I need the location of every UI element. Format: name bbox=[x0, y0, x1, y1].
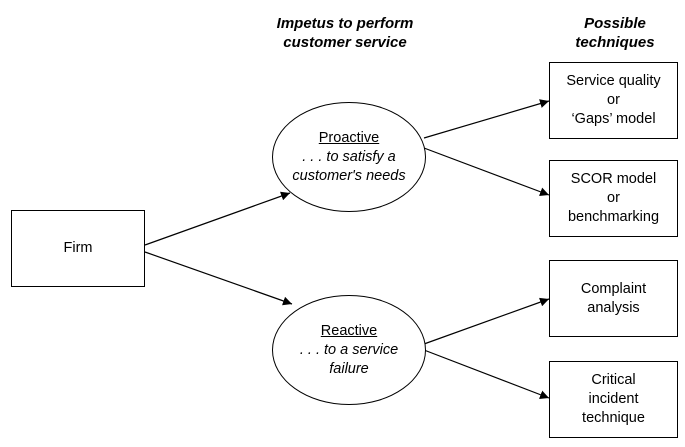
reactive-line-1: . . . to a service bbox=[299, 341, 399, 358]
firm-label: Firm bbox=[63, 240, 93, 256]
header-techniques: Possible techniques bbox=[575, 15, 655, 51]
arrow-firm-to-proactive bbox=[144, 191, 291, 246]
arrow-firm-to-reactive bbox=[144, 251, 293, 306]
technique-box-complaint: Complaint analysis bbox=[549, 260, 678, 337]
proactive-title: Proactive bbox=[318, 129, 380, 146]
technique-box-critical-incident: Critical incident technique bbox=[549, 361, 678, 438]
proactive-ellipse: Proactive . . . to satisfy a customer's … bbox=[272, 102, 426, 212]
reactive-line-2: failure bbox=[329, 360, 369, 377]
arrow-proactive-to-scor bbox=[423, 147, 550, 197]
technique-box-service-quality: Service quality or ‘Gaps’ model bbox=[549, 62, 678, 139]
reactive-title: Reactive bbox=[320, 322, 378, 339]
proactive-line-1: . . . to satisfy a bbox=[302, 148, 396, 165]
firm-box: Firm bbox=[11, 210, 145, 287]
technique-box-scor: SCOR model or benchmarking bbox=[549, 160, 678, 237]
header-impetus: Impetus to perform customer service bbox=[276, 15, 414, 51]
arrow-proactive-to-service-quality bbox=[423, 99, 550, 139]
proactive-line-2: customer's needs bbox=[292, 167, 406, 184]
arrow-reactive-to-complaint bbox=[423, 297, 550, 345]
reactive-ellipse: Reactive . . . to a service failure bbox=[272, 295, 426, 405]
arrow-reactive-to-critical-incident bbox=[423, 349, 550, 399]
